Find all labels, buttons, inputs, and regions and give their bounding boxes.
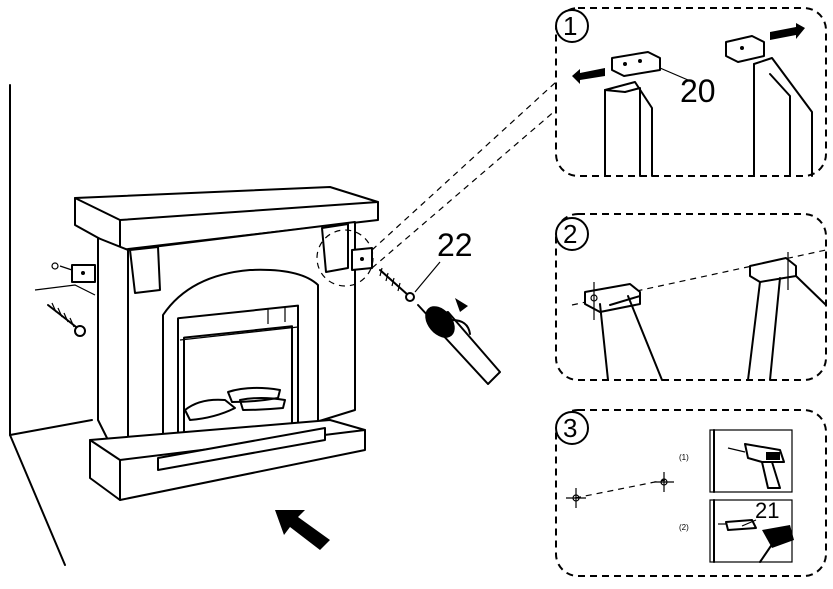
step-1-panel: 1 20 xyxy=(555,7,827,177)
substep-2-label: (2) xyxy=(679,523,689,532)
screwdriver-icon xyxy=(417,298,501,385)
step-1-number: 1 xyxy=(563,11,577,41)
part-label-21: 21 xyxy=(755,498,779,523)
wall-and-floor xyxy=(9,84,93,566)
step-2-number: 2 xyxy=(563,219,577,249)
step-2-panel: 2 xyxy=(555,213,827,381)
left-screw-icon xyxy=(47,302,86,337)
screw-22-icon xyxy=(379,261,441,302)
push-arrow-icon xyxy=(275,510,330,550)
drill-icon xyxy=(727,443,785,489)
part-label-22: 22 xyxy=(437,227,473,263)
drill-mark-right-icon xyxy=(654,472,674,492)
left-bracket xyxy=(34,262,96,296)
substep-1-label: (1) xyxy=(679,453,689,462)
step-3-number: 3 xyxy=(563,413,577,443)
step-3-panel: 3 (1) (2) xyxy=(555,409,827,577)
drill-mark-left-icon xyxy=(566,488,586,508)
wall-plug-icon xyxy=(718,519,757,531)
hammer-icon xyxy=(759,525,794,563)
leader-lines xyxy=(371,81,557,269)
fireplace xyxy=(74,186,379,501)
